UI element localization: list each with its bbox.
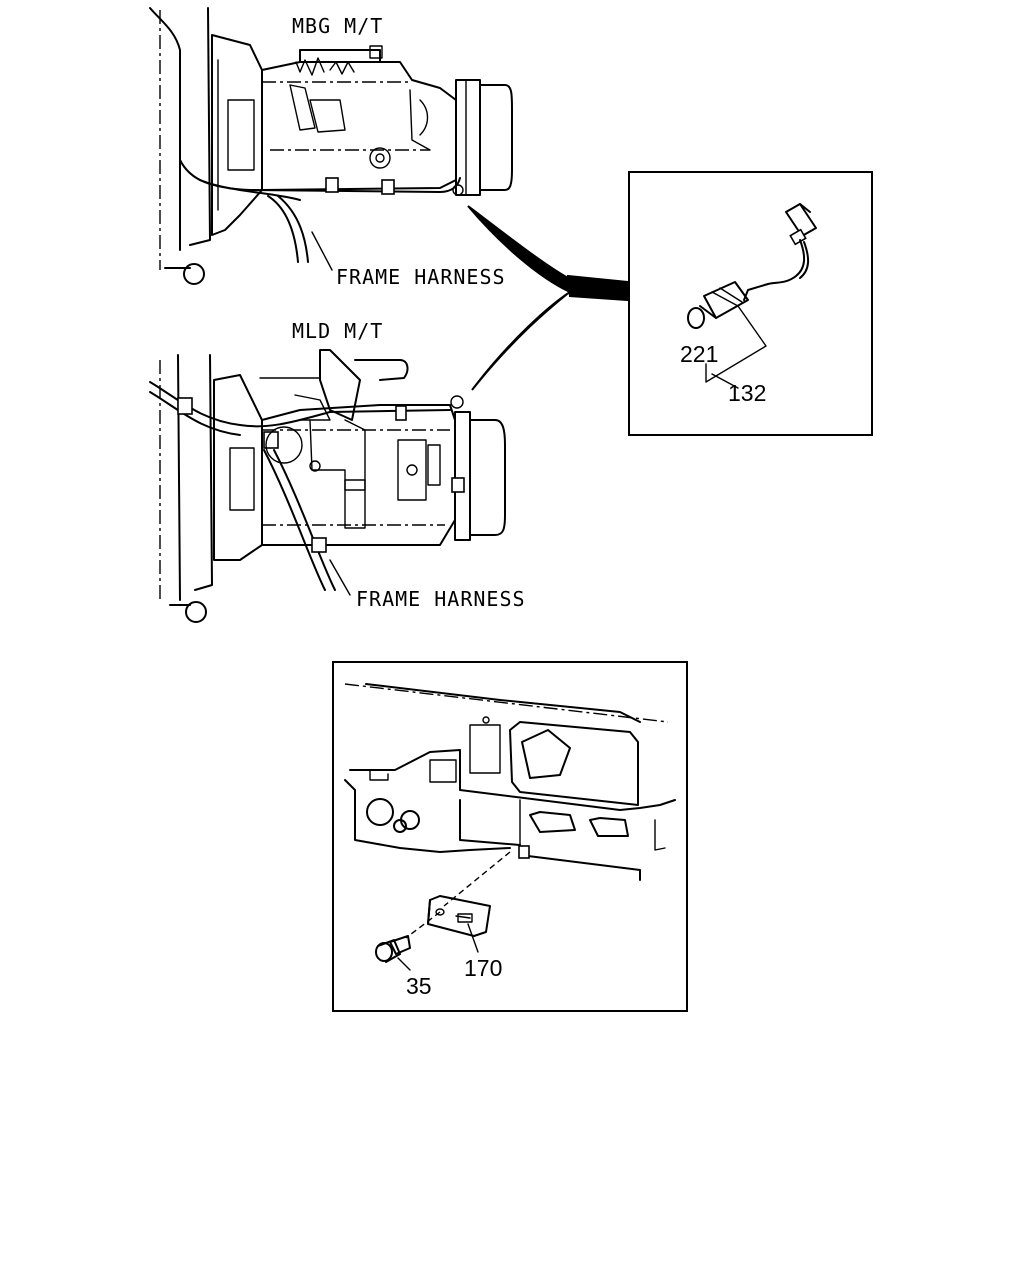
callout-221: 221 bbox=[680, 341, 718, 367]
frame-harness-label-bottom: FRAME HARNESS bbox=[356, 587, 526, 611]
bracket-detail-box bbox=[332, 661, 688, 1012]
mld-title: MLD M/T bbox=[292, 319, 383, 343]
mbg-title: MBG M/T bbox=[292, 14, 383, 38]
callout-35: 35 bbox=[406, 973, 432, 999]
sensor-drawing bbox=[687, 203, 817, 389]
callout-swoosh-pointer bbox=[467, 205, 574, 391]
callout-132: 132 bbox=[728, 380, 766, 406]
mld-transmission-drawing bbox=[149, 349, 506, 623]
bracket-drawing bbox=[344, 683, 676, 971]
mbg-transmission-drawing bbox=[149, 7, 513, 285]
callout-170: 170 bbox=[464, 955, 502, 981]
sensor-detail-box bbox=[628, 171, 873, 436]
frame-harness-label-top: FRAME HARNESS bbox=[336, 265, 506, 289]
